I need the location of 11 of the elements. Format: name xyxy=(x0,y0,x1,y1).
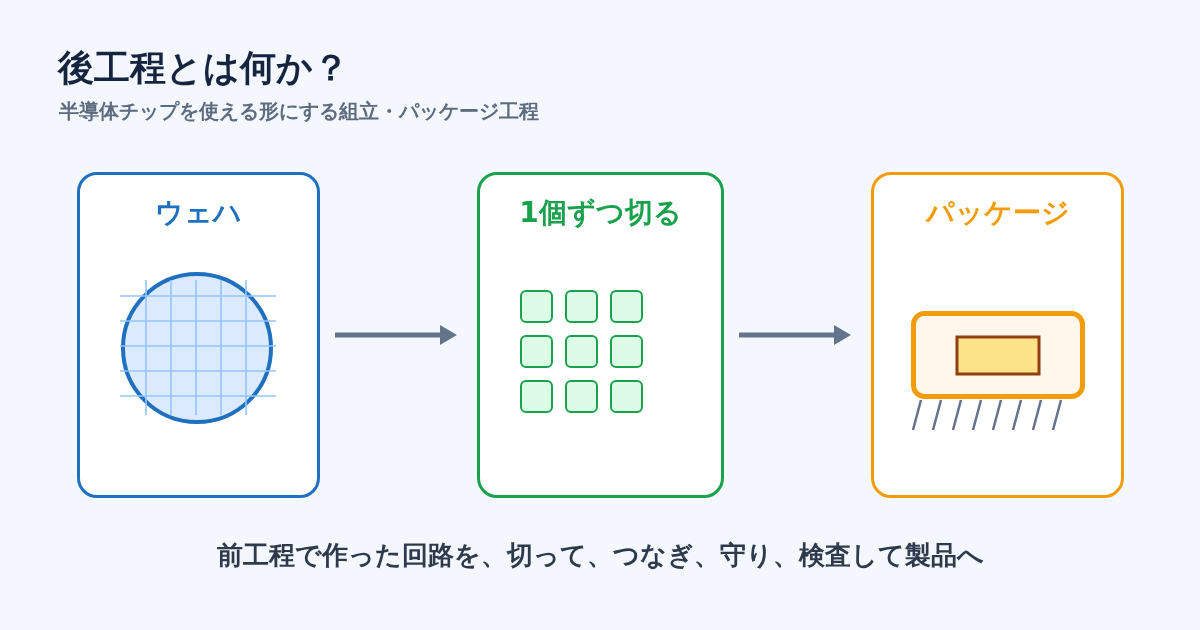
card-heading: 1個ずつ切る xyxy=(519,196,682,230)
arrow xyxy=(739,325,851,345)
caption: 前工程で作った回路を、切って、つなぎ、守り、検査して製品へ xyxy=(216,539,984,571)
process-card xyxy=(477,172,724,498)
arrow xyxy=(335,325,457,345)
subtitle: 半導体チップを使える形にする組立・パッケージ工程 xyxy=(59,99,539,124)
process-card xyxy=(871,172,1124,498)
process-card xyxy=(77,172,320,498)
title: 後工程とは何か？ xyxy=(58,46,349,90)
card-heading: パッケージ xyxy=(925,196,1070,230)
card-heading: ウェハ xyxy=(155,196,242,230)
